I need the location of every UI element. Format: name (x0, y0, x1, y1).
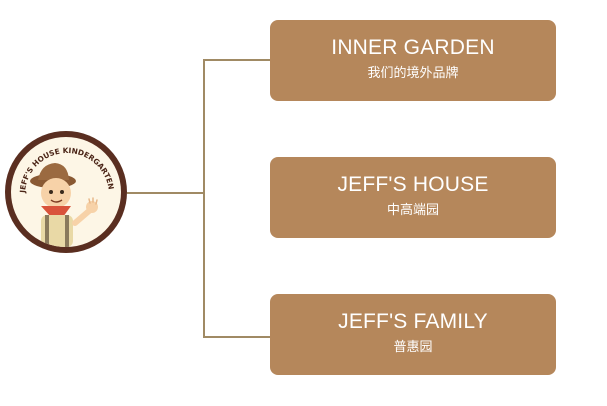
connector-branch-1 (203, 59, 271, 61)
logo-badge: JEFF'S HOUSE KINDERGARTEN (11, 137, 121, 247)
node-title: INNER GARDEN (331, 36, 495, 59)
node-subtitle: 我们的境外品牌 (367, 66, 459, 81)
brand-node-inner-garden: INNER GARDEN 我们的境外品牌 (270, 20, 556, 101)
node-title: JEFF'S FAMILY (338, 310, 488, 333)
node-subtitle: 中高端园 (386, 203, 439, 218)
connector-root (127, 192, 204, 194)
logo-illustration: JEFF'S HOUSE KINDERGARTEN (18, 146, 116, 247)
jeffs-house-logo: JEFF'S HOUSE KINDERGARTEN (5, 131, 127, 253)
connector-trunk (203, 59, 205, 337)
brand-node-jeffs-house: JEFF'S HOUSE 中高端园 (270, 157, 556, 238)
node-title: JEFF'S HOUSE (337, 173, 489, 196)
node-subtitle: 普惠园 (393, 340, 433, 355)
connector-branch-3 (203, 336, 271, 338)
brand-node-jeffs-family: JEFF'S FAMILY 普惠园 (270, 294, 556, 375)
